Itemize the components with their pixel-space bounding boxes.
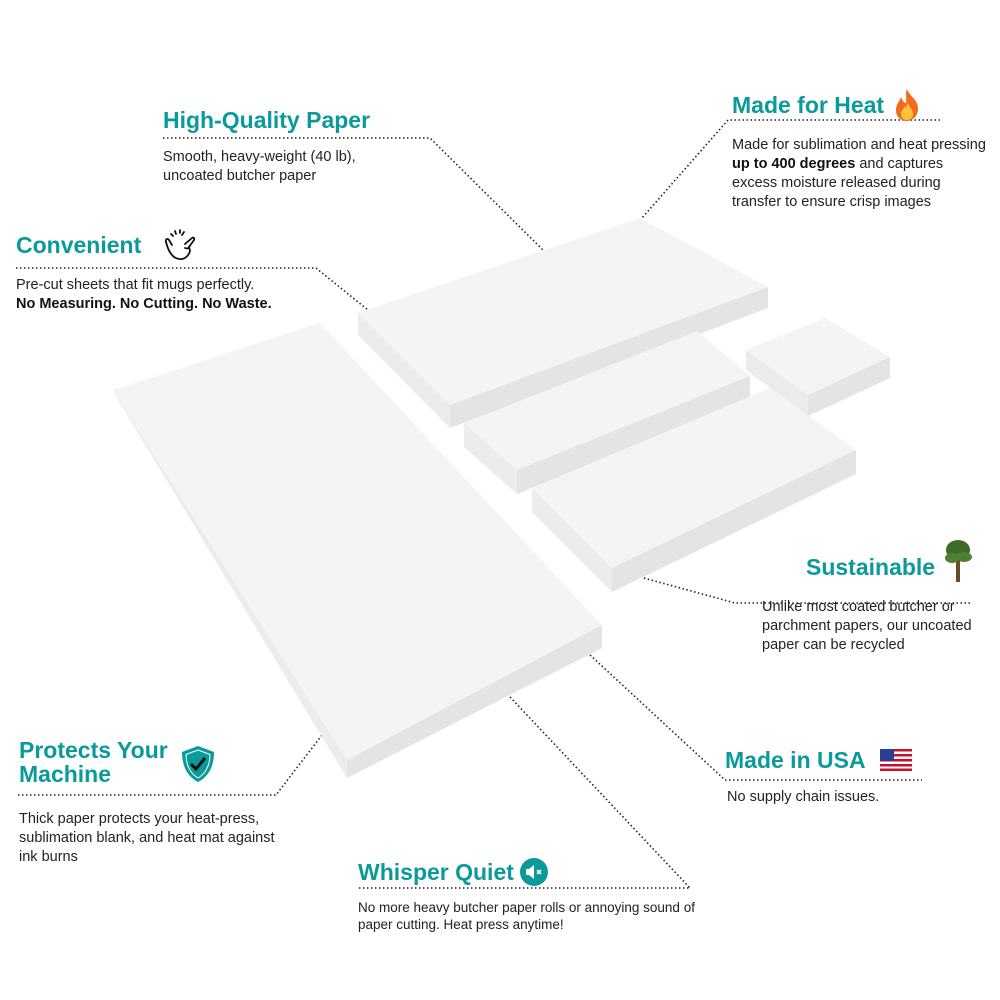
leader-protects [18, 734, 323, 796]
feature-protects: Protects Your Machine Thick paper protec… [19, 738, 289, 867]
feature-description: Made for sublimation and heat pressing u… [732, 137, 986, 210]
feature-title: Convenient [16, 228, 336, 262]
feature-high-quality: High-Quality Paper Smooth, heavy-weight … [163, 108, 463, 186]
us-flag-icon [879, 749, 912, 771]
feature-convenient: Convenient Pre-cut sheets that fit mugs … [16, 228, 336, 314]
leader-high-quality [163, 137, 546, 253]
feature-title: High-Quality Paper [163, 107, 371, 133]
leader-made-in-usa [589, 654, 922, 781]
leader-convenient [16, 267, 369, 311]
paper-stack-small [746, 318, 890, 416]
feature-description: Smooth, heavy-weight (40 lb), uncoated b… [163, 149, 356, 184]
feature-title: Protects Your Machine [19, 737, 168, 787]
shield-check-icon [181, 746, 214, 782]
paper-stack-middle [464, 331, 750, 494]
fire-icon [896, 89, 919, 121]
feature-description: Thick paper protects your heat-press, su… [19, 811, 275, 865]
feature-description: Unlike most coated butcher or parchment … [762, 599, 972, 653]
feature-made-in-usa: Made in USA No supply chain issues. [725, 748, 965, 807]
leader-made-for-heat [641, 119, 940, 219]
paper-stack-large [113, 323, 602, 778]
feature-description: No more heavy butcher paper rolls or ann… [358, 900, 695, 932]
feature-title: Made for Heat [732, 88, 987, 122]
tree-icon [945, 540, 973, 582]
snap-hand-icon [165, 229, 196, 261]
leader-sustainable [639, 576, 970, 604]
feature-title: Whisper Quiet [358, 858, 698, 886]
feature-title: Made in USA [725, 748, 965, 772]
feature-made-for-heat: Made for Heat Made for sublimation and h… [732, 88, 987, 212]
paper-stack-lower [532, 388, 856, 592]
feature-title: Sustainable [806, 540, 982, 582]
feature-sustainable: Sustainable Unlike most coated butcher o… [762, 540, 982, 655]
paper-stack-long [358, 218, 768, 428]
feature-description: No supply chain issues. [727, 789, 880, 805]
feature-whisper-quiet: Whisper Quiet No more heavy butcher pape… [358, 858, 698, 933]
speaker-mute-icon [519, 858, 548, 886]
feature-description: Pre-cut sheets that fit mugs perfectly. … [16, 277, 272, 312]
